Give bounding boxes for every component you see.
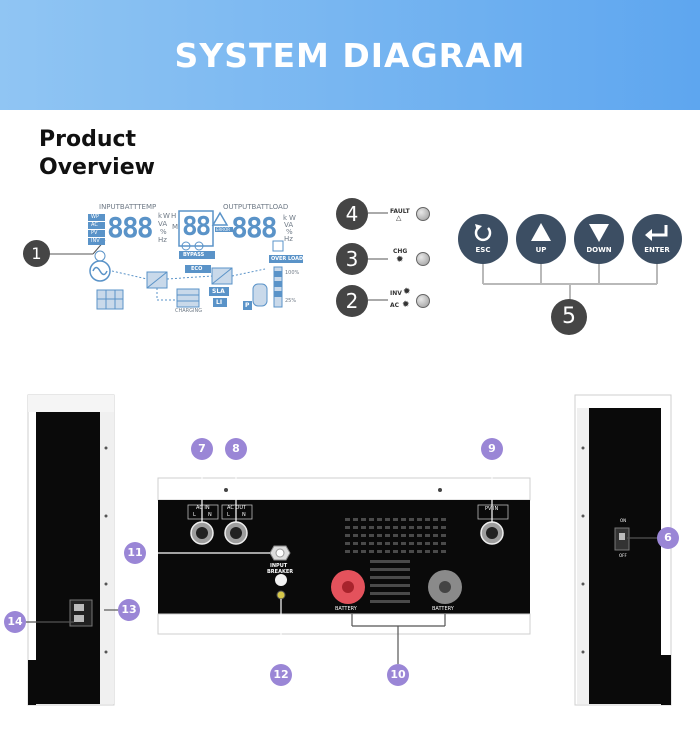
marker-6: 6 bbox=[657, 527, 679, 549]
input-breaker-label-1: INPUT bbox=[270, 563, 288, 569]
lcd-eco: ECO bbox=[191, 266, 203, 272]
lcd-unit-right-k: k bbox=[283, 214, 288, 222]
lcd-mode-inv: INV bbox=[91, 238, 100, 244]
header-banner bbox=[0, 0, 700, 110]
callout-4: 4 bbox=[336, 198, 368, 230]
enter-button[interactable]: ENTER bbox=[632, 214, 682, 264]
ac-in-l: L bbox=[193, 512, 196, 518]
chg-label: CHG bbox=[393, 248, 408, 255]
marker-14: 14 bbox=[4, 611, 26, 633]
heading-line-1: Product bbox=[39, 127, 137, 152]
marker-9: 9 bbox=[481, 438, 503, 460]
lcd-unit-w: W bbox=[163, 212, 170, 220]
section-heading: Product Overview bbox=[39, 126, 155, 182]
lcd-unit-va: VA bbox=[158, 220, 168, 228]
switch-on-label: ON bbox=[620, 518, 627, 523]
callout-3: 3 bbox=[336, 243, 368, 275]
up-arrow-icon bbox=[531, 223, 551, 241]
up-label: UP bbox=[535, 246, 547, 254]
esc-button[interactable]: ESC bbox=[458, 214, 508, 264]
marker-10: 10 bbox=[387, 664, 409, 686]
esc-icon bbox=[474, 224, 492, 242]
lcd-charging: CHARGING bbox=[175, 308, 203, 314]
fault-led bbox=[416, 207, 430, 221]
ac-out-n: N bbox=[242, 512, 246, 518]
lcd-unit-right-hz: Hz bbox=[284, 235, 293, 243]
lcd-digits-mid: 88 bbox=[182, 212, 211, 242]
lcd-digits-right: 888 bbox=[231, 211, 278, 244]
lcd-mode-ac: AC bbox=[91, 222, 98, 228]
lcd-pct100: 100% bbox=[285, 270, 300, 276]
marker-13: 13 bbox=[118, 599, 140, 621]
lcd-mode-pv: PV bbox=[91, 230, 98, 236]
battery-negative-label: BATTERY bbox=[335, 606, 357, 612]
enter-label: ENTER bbox=[644, 246, 670, 254]
ac-label: AC bbox=[390, 302, 400, 309]
down-label: DOWN bbox=[586, 246, 612, 254]
lcd-sla: SLA bbox=[212, 288, 225, 295]
callout-5: 5 bbox=[551, 299, 587, 335]
lcd-p: P bbox=[245, 302, 250, 309]
down-arrow-icon bbox=[589, 224, 609, 242]
up-button[interactable]: UP bbox=[516, 214, 566, 264]
lcd-mode-wp: WP bbox=[91, 214, 99, 220]
page-title: SYSTEM DIAGRAM bbox=[174, 36, 526, 75]
ac-in-label: AC IN bbox=[196, 505, 210, 511]
enter-icon bbox=[645, 225, 668, 241]
lcd-unit-right-w: W bbox=[289, 214, 296, 222]
lcd-li: LI bbox=[216, 299, 223, 306]
ac-out-label: AC OUT bbox=[227, 505, 247, 511]
lcd-label-input: INPUTBATTTEMP bbox=[99, 203, 157, 211]
input-breaker-label-2: BREAKER bbox=[267, 569, 294, 575]
lcd-overload: OVER LOAD bbox=[271, 256, 304, 262]
sun-icon-2: ✹ bbox=[403, 287, 411, 297]
lcd-error: ERROR bbox=[216, 227, 231, 232]
lcd-label-output: OUTPUTBATTLOAD bbox=[223, 203, 289, 211]
inv-ac-led bbox=[416, 294, 430, 308]
battery-positive-label: BATTERY bbox=[432, 606, 454, 612]
ac-out-l: L bbox=[227, 512, 230, 518]
lcd-unit-pct: % bbox=[160, 228, 167, 236]
lcd-unit-right-va: VA bbox=[284, 221, 294, 229]
lcd-unit-h: H bbox=[171, 212, 177, 220]
lcd-graphics bbox=[88, 210, 303, 310]
sun-icon-3: ✹ bbox=[402, 300, 410, 310]
fault-label: FAULT bbox=[390, 208, 410, 215]
down-button[interactable]: DOWN bbox=[574, 214, 624, 264]
esc-label: ESC bbox=[475, 246, 491, 254]
lcd-display: INPUTBATTTEMP OUTPUTBATTLOAD WP AC PV IN… bbox=[87, 201, 311, 315]
pv-in-label: PV IN bbox=[485, 506, 499, 512]
lcd-unit-k: k bbox=[158, 212, 163, 220]
heading-line-2: Overview bbox=[39, 155, 155, 180]
lcd-bypass: BYPASS bbox=[183, 252, 205, 258]
lcd-digits-left: 888 bbox=[107, 211, 154, 244]
marker-8: 8 bbox=[225, 438, 247, 460]
warning-icon: △ bbox=[396, 214, 402, 222]
switch-off-label: OFF bbox=[619, 553, 627, 558]
callout-2: 2 bbox=[336, 285, 368, 317]
lcd-unit-m: M bbox=[172, 223, 179, 231]
inv-label: INV bbox=[390, 290, 402, 297]
chg-led bbox=[416, 252, 430, 266]
sun-icon: ✹ bbox=[396, 255, 404, 265]
marker-7: 7 bbox=[191, 438, 213, 460]
lcd-pct25: 25% bbox=[285, 298, 297, 304]
marker-12: 12 bbox=[270, 664, 292, 686]
lcd-unit-right-pct: % bbox=[286, 228, 293, 236]
ac-in-n: N bbox=[208, 512, 212, 518]
marker-11: 11 bbox=[124, 542, 146, 564]
callout-1: 1 bbox=[23, 240, 50, 267]
lcd-unit-hz: Hz bbox=[158, 236, 167, 244]
